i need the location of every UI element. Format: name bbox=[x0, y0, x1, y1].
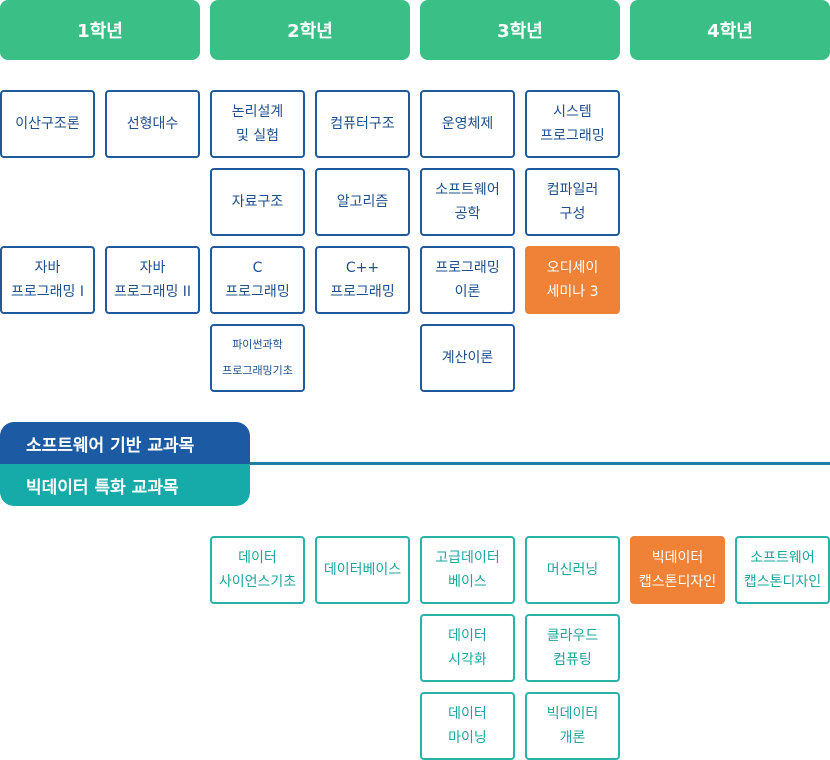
year-header-3: 3학년 bbox=[420, 0, 620, 60]
year-header-4: 4학년 bbox=[630, 0, 830, 60]
course-software-engineering: 소프트웨어 공학 bbox=[420, 168, 515, 236]
course-python-science-programming: 파이썬과학 프로그래밍기초 bbox=[210, 324, 305, 392]
course-java-2: 자바 프로그래밍 II bbox=[105, 246, 200, 314]
course-data-structures: 자료구조 bbox=[210, 168, 305, 236]
section-divider bbox=[250, 462, 830, 465]
course-java-1: 자바 프로그래밍 I bbox=[0, 246, 95, 314]
course-machine-learning: 머신러닝 bbox=[525, 536, 620, 604]
course-advanced-database: 고급데이터 베이스 bbox=[420, 536, 515, 604]
course-system-programming: 시스템 프로그래밍 bbox=[525, 90, 620, 158]
course-data-mining: 데이터 마이닝 bbox=[420, 692, 515, 760]
course-odyssey-seminar-3: 오디세이 세미나 3 bbox=[525, 246, 620, 314]
course-algorithms: 알고리즘 bbox=[315, 168, 410, 236]
course-bigdata-intro: 빅데이터 개론 bbox=[525, 692, 620, 760]
course-bigdata-capstone: 빅데이터 캡스톤디자인 bbox=[630, 536, 725, 604]
course-cloud-computing: 클라우드 컴퓨팅 bbox=[525, 614, 620, 682]
year-header-1: 1학년 bbox=[0, 0, 200, 60]
course-theory-of-computation: 계산이론 bbox=[420, 324, 515, 392]
course-software-capstone: 소프트웨어 캡스톤디자인 bbox=[735, 536, 830, 604]
course-compiler-construction: 컴파일러 구성 bbox=[525, 168, 620, 236]
course-cpp-programming: C++ 프로그래밍 bbox=[315, 246, 410, 314]
course-operating-systems: 운영체제 bbox=[420, 90, 515, 158]
year-header-2: 2학년 bbox=[210, 0, 410, 60]
course-linear-algebra: 선형대수 bbox=[105, 90, 200, 158]
course-discrete-structures: 이산구조론 bbox=[0, 90, 95, 158]
course-data-science-basics: 데이터 사이언스기초 bbox=[210, 536, 305, 604]
course-programming-theory: 프로그래밍 이론 bbox=[420, 246, 515, 314]
section-bigdata-tab: 빅데이터 특화 교과목 bbox=[0, 464, 250, 506]
section-software-tab: 소프트웨어 기반 교과목 bbox=[0, 422, 250, 464]
course-c-programming: C 프로그래밍 bbox=[210, 246, 305, 314]
course-logic-design: 논리설계 및 실험 bbox=[210, 90, 305, 158]
course-data-visualization: 데이터 시각화 bbox=[420, 614, 515, 682]
course-computer-architecture: 컴퓨터구조 bbox=[315, 90, 410, 158]
course-database: 데이터베이스 bbox=[315, 536, 410, 604]
